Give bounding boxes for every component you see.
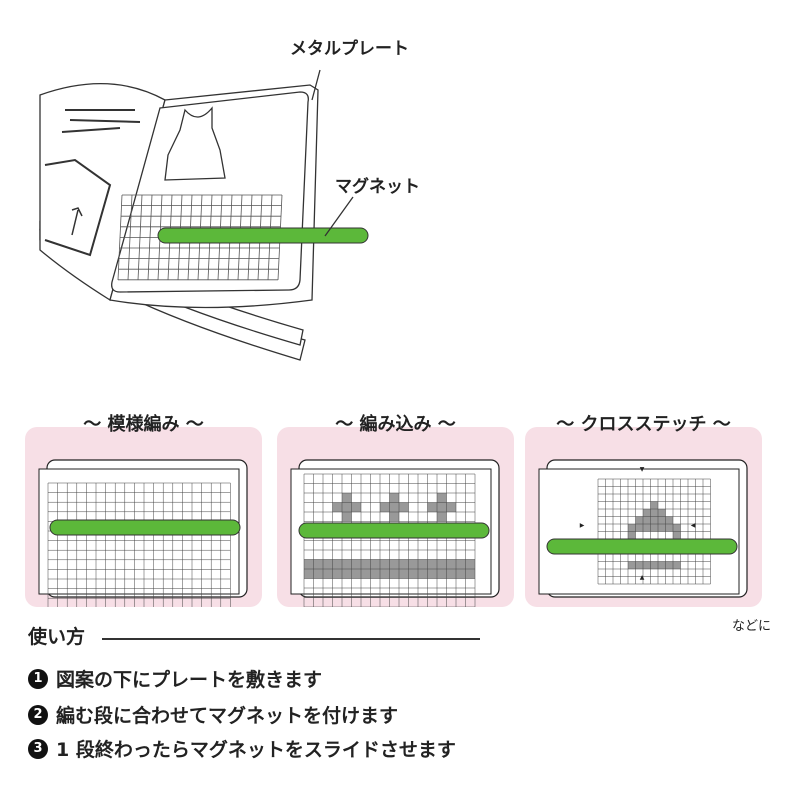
step-text: 1 段終わったらマグネットをスライドさせます <box>56 739 456 761</box>
metal-plate-label: メタルプレート <box>290 39 409 59</box>
svg-text:▲: ▲ <box>640 574 645 581</box>
svg-text:◀: ◀ <box>691 522 696 529</box>
step-item: 1 図案の下にプレートを敷きます <box>28 665 322 692</box>
svg-text:▼: ▼ <box>640 466 645 473</box>
panel-title: ～ クロスステッチ ～ <box>556 414 731 435</box>
panel-pattern-knitting <box>25 427 262 607</box>
magnet-bar <box>49 519 241 536</box>
magnet-bar <box>298 522 490 539</box>
magnet-bar <box>157 227 369 244</box>
panel-cross-stitch: ▼ ▲ ▶ ◀ <box>525 427 762 607</box>
magnet-label: マグネット <box>335 177 420 197</box>
svg-text:▶: ▶ <box>580 522 585 529</box>
step-number: 3 <box>28 738 48 759</box>
book-chart-grid <box>117 194 283 281</box>
book-illustration <box>39 69 369 361</box>
howto-heading: 使い方 <box>28 626 86 648</box>
step-text: 編む段に合わせてマグネットを付けます <box>56 705 399 727</box>
step-number: 2 <box>28 704 48 725</box>
step-item: 3 1 段終わったらマグネットをスライドさせます <box>28 735 456 762</box>
panel-fair-isle <box>277 427 514 607</box>
divider <box>102 638 480 640</box>
step-text: 図案の下にプレートを敷きます <box>56 669 323 691</box>
step-item: 2 編む段に合わせてマグネットを付けます <box>28 701 398 728</box>
magnet-bar <box>546 538 738 555</box>
etc-note: などに <box>732 619 772 634</box>
step-number: 1 <box>28 668 48 689</box>
panel-title: ～ 編み込み ～ <box>335 414 456 435</box>
panel-title: ～ 模様編み ～ <box>83 414 204 435</box>
